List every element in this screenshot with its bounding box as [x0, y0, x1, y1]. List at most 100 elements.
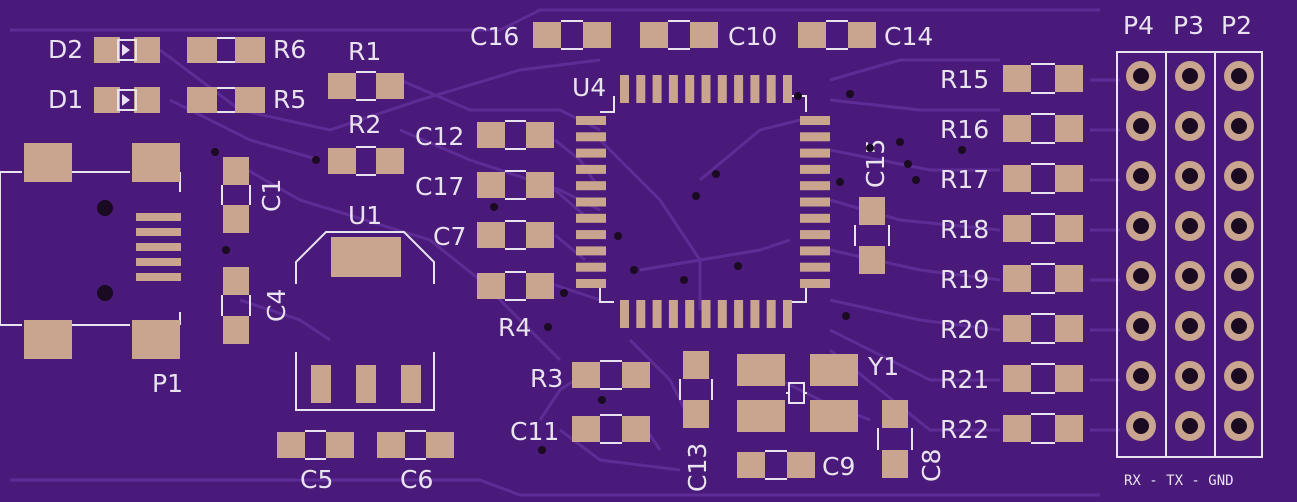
- resistor-r1: [328, 71, 404, 101]
- label-r1: R1: [348, 37, 381, 66]
- via: [712, 170, 720, 178]
- capacitor-c16: [533, 20, 611, 50]
- resistor-r19: [1003, 263, 1083, 294]
- label-u1: U1: [348, 201, 382, 230]
- via: [958, 146, 966, 154]
- label-y1: Y1: [867, 352, 899, 381]
- capacitor-c9: [737, 450, 815, 480]
- label-u4: U4: [572, 73, 606, 102]
- capacitor-c7: [477, 220, 554, 250]
- pin-header: [1116, 51, 1263, 458]
- label-c17: C17: [415, 172, 464, 201]
- via: [846, 90, 854, 98]
- regulator-u1: [295, 231, 435, 411]
- resistor-r3: [572, 360, 650, 390]
- label-c11: C11: [510, 417, 559, 446]
- label-r19: R19: [940, 265, 989, 294]
- label-c12: C12: [415, 122, 464, 151]
- label-d2: D2: [48, 35, 83, 64]
- crystal-y1: [737, 354, 858, 432]
- label-c7: C7: [433, 222, 466, 251]
- label-c14: C14: [884, 22, 933, 51]
- label-r3: R3: [530, 364, 563, 393]
- via: [560, 289, 568, 297]
- label-r2: R2: [348, 110, 381, 139]
- capacitor-c4: [221, 267, 251, 344]
- label-c10: C10: [728, 22, 777, 51]
- capacitor-c15: [854, 197, 890, 274]
- resistor-r16: [1003, 113, 1083, 144]
- label-c8: C8: [917, 449, 946, 482]
- via: [794, 92, 802, 100]
- label-c9: C9: [822, 452, 855, 481]
- label-p1: P1: [152, 369, 183, 398]
- via: [538, 446, 546, 454]
- via: [544, 323, 552, 331]
- label-r15: R15: [940, 65, 989, 94]
- capacitor-c14: [798, 20, 876, 50]
- via: [614, 232, 622, 240]
- via: [692, 192, 700, 200]
- via: [842, 312, 850, 320]
- via: [630, 266, 638, 274]
- label-c6: C6: [400, 465, 433, 494]
- resistor-r18: [1003, 213, 1083, 244]
- capacitor-c5: [277, 430, 354, 460]
- label-c1: C1: [257, 179, 286, 212]
- label-r21: R21: [940, 365, 989, 394]
- resistor-r6: [187, 37, 265, 63]
- resistor-r20: [1003, 313, 1083, 344]
- via: [211, 148, 219, 156]
- via: [866, 144, 874, 152]
- label-d1: D1: [48, 85, 83, 114]
- via: [312, 156, 320, 164]
- capacitor-c8: [877, 400, 913, 478]
- via: [680, 276, 688, 284]
- via: [222, 246, 230, 254]
- label-r18: R18: [940, 215, 989, 244]
- label-p4: P4: [1123, 11, 1154, 40]
- via: [490, 203, 498, 211]
- usb-connector-p1: [0, 143, 181, 359]
- capacitor-c11: [572, 414, 650, 444]
- capacitor-c13: [679, 351, 713, 428]
- header-footer-label: RX - TX - GND: [1124, 473, 1234, 489]
- label-c4: C4: [262, 289, 291, 322]
- label-c15: C15: [861, 139, 890, 188]
- label-c13: C13: [683, 443, 712, 492]
- resistor-r15: [1003, 63, 1083, 94]
- via: [896, 138, 904, 146]
- resistor-r4: [477, 271, 554, 301]
- label-r5: R5: [273, 85, 306, 114]
- capacitor-c17: [477, 170, 554, 200]
- label-p2: P2: [1221, 11, 1252, 40]
- label-r16: R16: [940, 115, 989, 144]
- via: [904, 160, 912, 168]
- via: [598, 396, 606, 404]
- resistor-r17: [1003, 163, 1083, 194]
- capacitor-c12: [477, 120, 554, 150]
- diode-d1: [94, 87, 160, 113]
- label-p3: P3: [1173, 11, 1204, 40]
- diode-d2: [94, 37, 160, 63]
- resistor-r22: [1003, 413, 1083, 444]
- via: [836, 178, 844, 186]
- capacitor-c6: [377, 430, 454, 460]
- label-c5: C5: [300, 465, 333, 494]
- resistor-r2: [328, 146, 404, 176]
- label-c16: C16: [470, 22, 519, 51]
- label-r4: R4: [498, 313, 531, 342]
- capacitor-c1: [221, 157, 251, 233]
- via: [912, 176, 920, 184]
- via: [734, 262, 742, 270]
- label-r20: R20: [940, 315, 989, 344]
- label-r17: R17: [940, 165, 989, 194]
- label-r6: R6: [273, 35, 306, 64]
- capacitor-c10: [640, 20, 718, 50]
- resistor-r5: [187, 87, 265, 113]
- label-r22: R22: [940, 415, 989, 444]
- vias: [211, 90, 966, 454]
- mcu-u4: [576, 75, 830, 328]
